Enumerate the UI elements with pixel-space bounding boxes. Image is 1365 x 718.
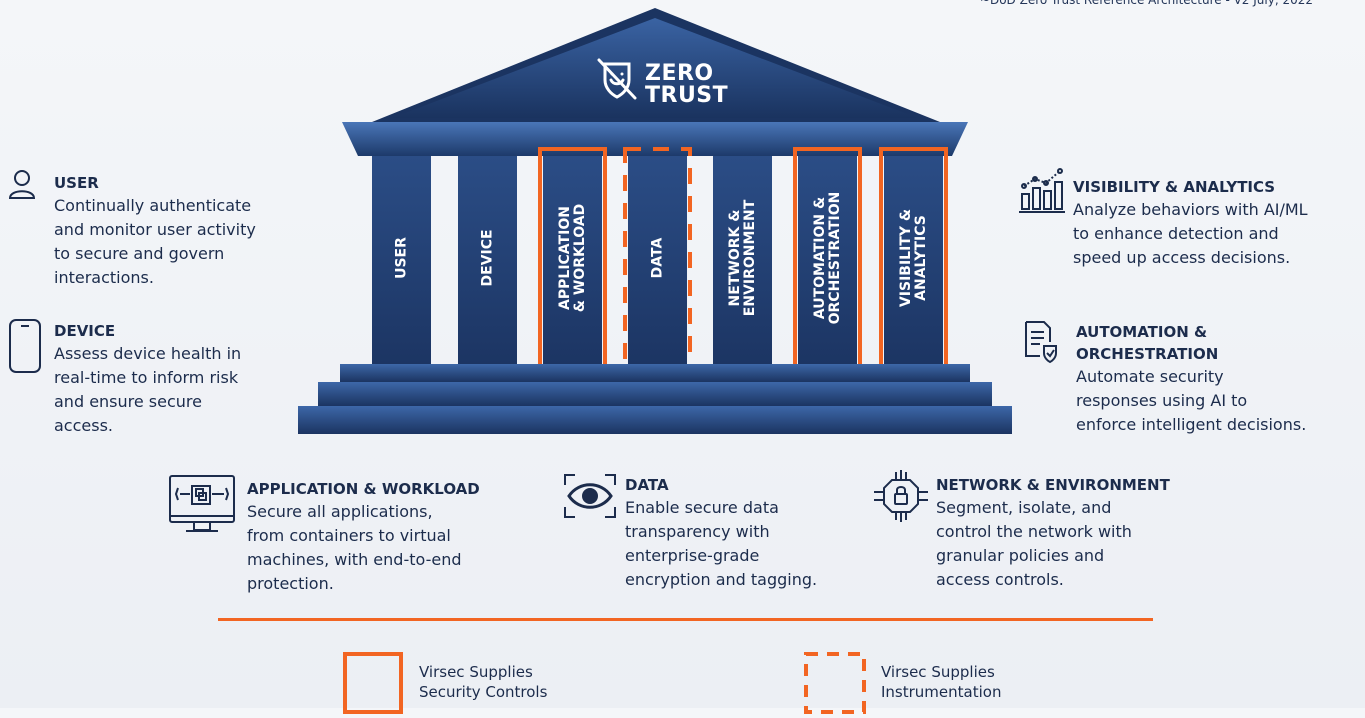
pillar-6	[798, 156, 857, 364]
legend-dashed-swatch	[804, 652, 866, 714]
device-description: DEVICE Assess device health in real-time…	[54, 320, 314, 438]
network-description: NETWORK & ENVIRONMENT Segment, isolate, …	[936, 474, 1226, 592]
data-description: DATA Enable secure data transparency wit…	[625, 474, 875, 592]
legend-dashed-text: Virsec Supplies Instrumentation	[881, 663, 1002, 701]
legend-divider	[218, 618, 1153, 621]
roof-title: ZERO TRUST	[645, 61, 729, 108]
source-note: ~DoD Zero Trust Reference Architecture -…	[979, 0, 1313, 7]
data-title: DATA	[625, 476, 669, 494]
automation-description: AUTOMATION & ORCHESTRATION Automate secu…	[1076, 321, 1361, 437]
network-title: NETWORK & ENVIRONMENT	[936, 476, 1170, 494]
pillar-label-5: NETWORK & ENVIRONMENT	[726, 199, 758, 317]
step-bottom	[298, 406, 1012, 434]
monitor-app-icon	[168, 474, 236, 542]
device-body: Assess device health in real-time to inf…	[54, 344, 242, 435]
roof-inner	[392, 18, 918, 118]
device-title: DEVICE	[54, 322, 116, 340]
phone-icon	[8, 318, 42, 378]
pillar-4	[628, 156, 687, 364]
automation-title: AUTOMATION & ORCHESTRATION	[1076, 323, 1219, 363]
document-shield-icon	[1022, 318, 1060, 368]
user-icon	[8, 168, 36, 206]
pillar-label-6: AUTOMATION & ORCHESTRATION	[811, 191, 843, 325]
application-description: APPLICATION & WORKLOAD Secure all applic…	[247, 478, 547, 596]
pillar-3	[543, 156, 602, 364]
shield-slash-icon	[597, 58, 637, 100]
pillar-5	[713, 156, 772, 364]
pillar-label-4: DATA	[649, 237, 665, 279]
step-top	[340, 364, 970, 382]
legend-solid-swatch	[343, 652, 403, 714]
pillar-label-1: USER	[393, 237, 409, 279]
pillar-7	[884, 156, 943, 364]
pillar-label-2: DEVICE	[479, 229, 495, 287]
application-body: Secure all applications, from containers…	[247, 502, 462, 593]
visibility-title: VISIBILITY & ANALYTICS	[1073, 178, 1276, 196]
user-title: USER	[54, 174, 99, 192]
network-body: Segment, isolate, and control the networ…	[936, 498, 1132, 589]
pillar-1	[372, 156, 431, 364]
zero-trust-temple	[298, 8, 1012, 434]
visibility-description: VISIBILITY & ANALYTICS Analyze behaviors…	[1073, 176, 1363, 270]
application-title: APPLICATION & WORKLOAD	[247, 480, 480, 498]
eye-icon	[563, 473, 617, 523]
legend-solid-text: Virsec Supplies Security Controls	[419, 663, 548, 701]
step-middle	[318, 382, 992, 406]
automation-body: Automate security responses using AI to …	[1076, 367, 1307, 434]
chip-lock-icon	[872, 468, 930, 528]
pillar-label-3: APPLICATION & WORKLOAD	[556, 203, 588, 313]
pillar-2	[458, 156, 517, 364]
visibility-body: Analyze behaviors with AI/ML to enhance …	[1073, 200, 1308, 267]
user-body: Continually authenticate and monitor use…	[54, 196, 256, 287]
user-description: USER Continually authenticate and monito…	[54, 172, 314, 290]
pillar-label-7: VISIBILITY & ANALYTICS	[897, 208, 929, 308]
analytics-chart-icon	[1018, 168, 1066, 218]
data-body: Enable secure data transparency with ent…	[625, 498, 818, 589]
